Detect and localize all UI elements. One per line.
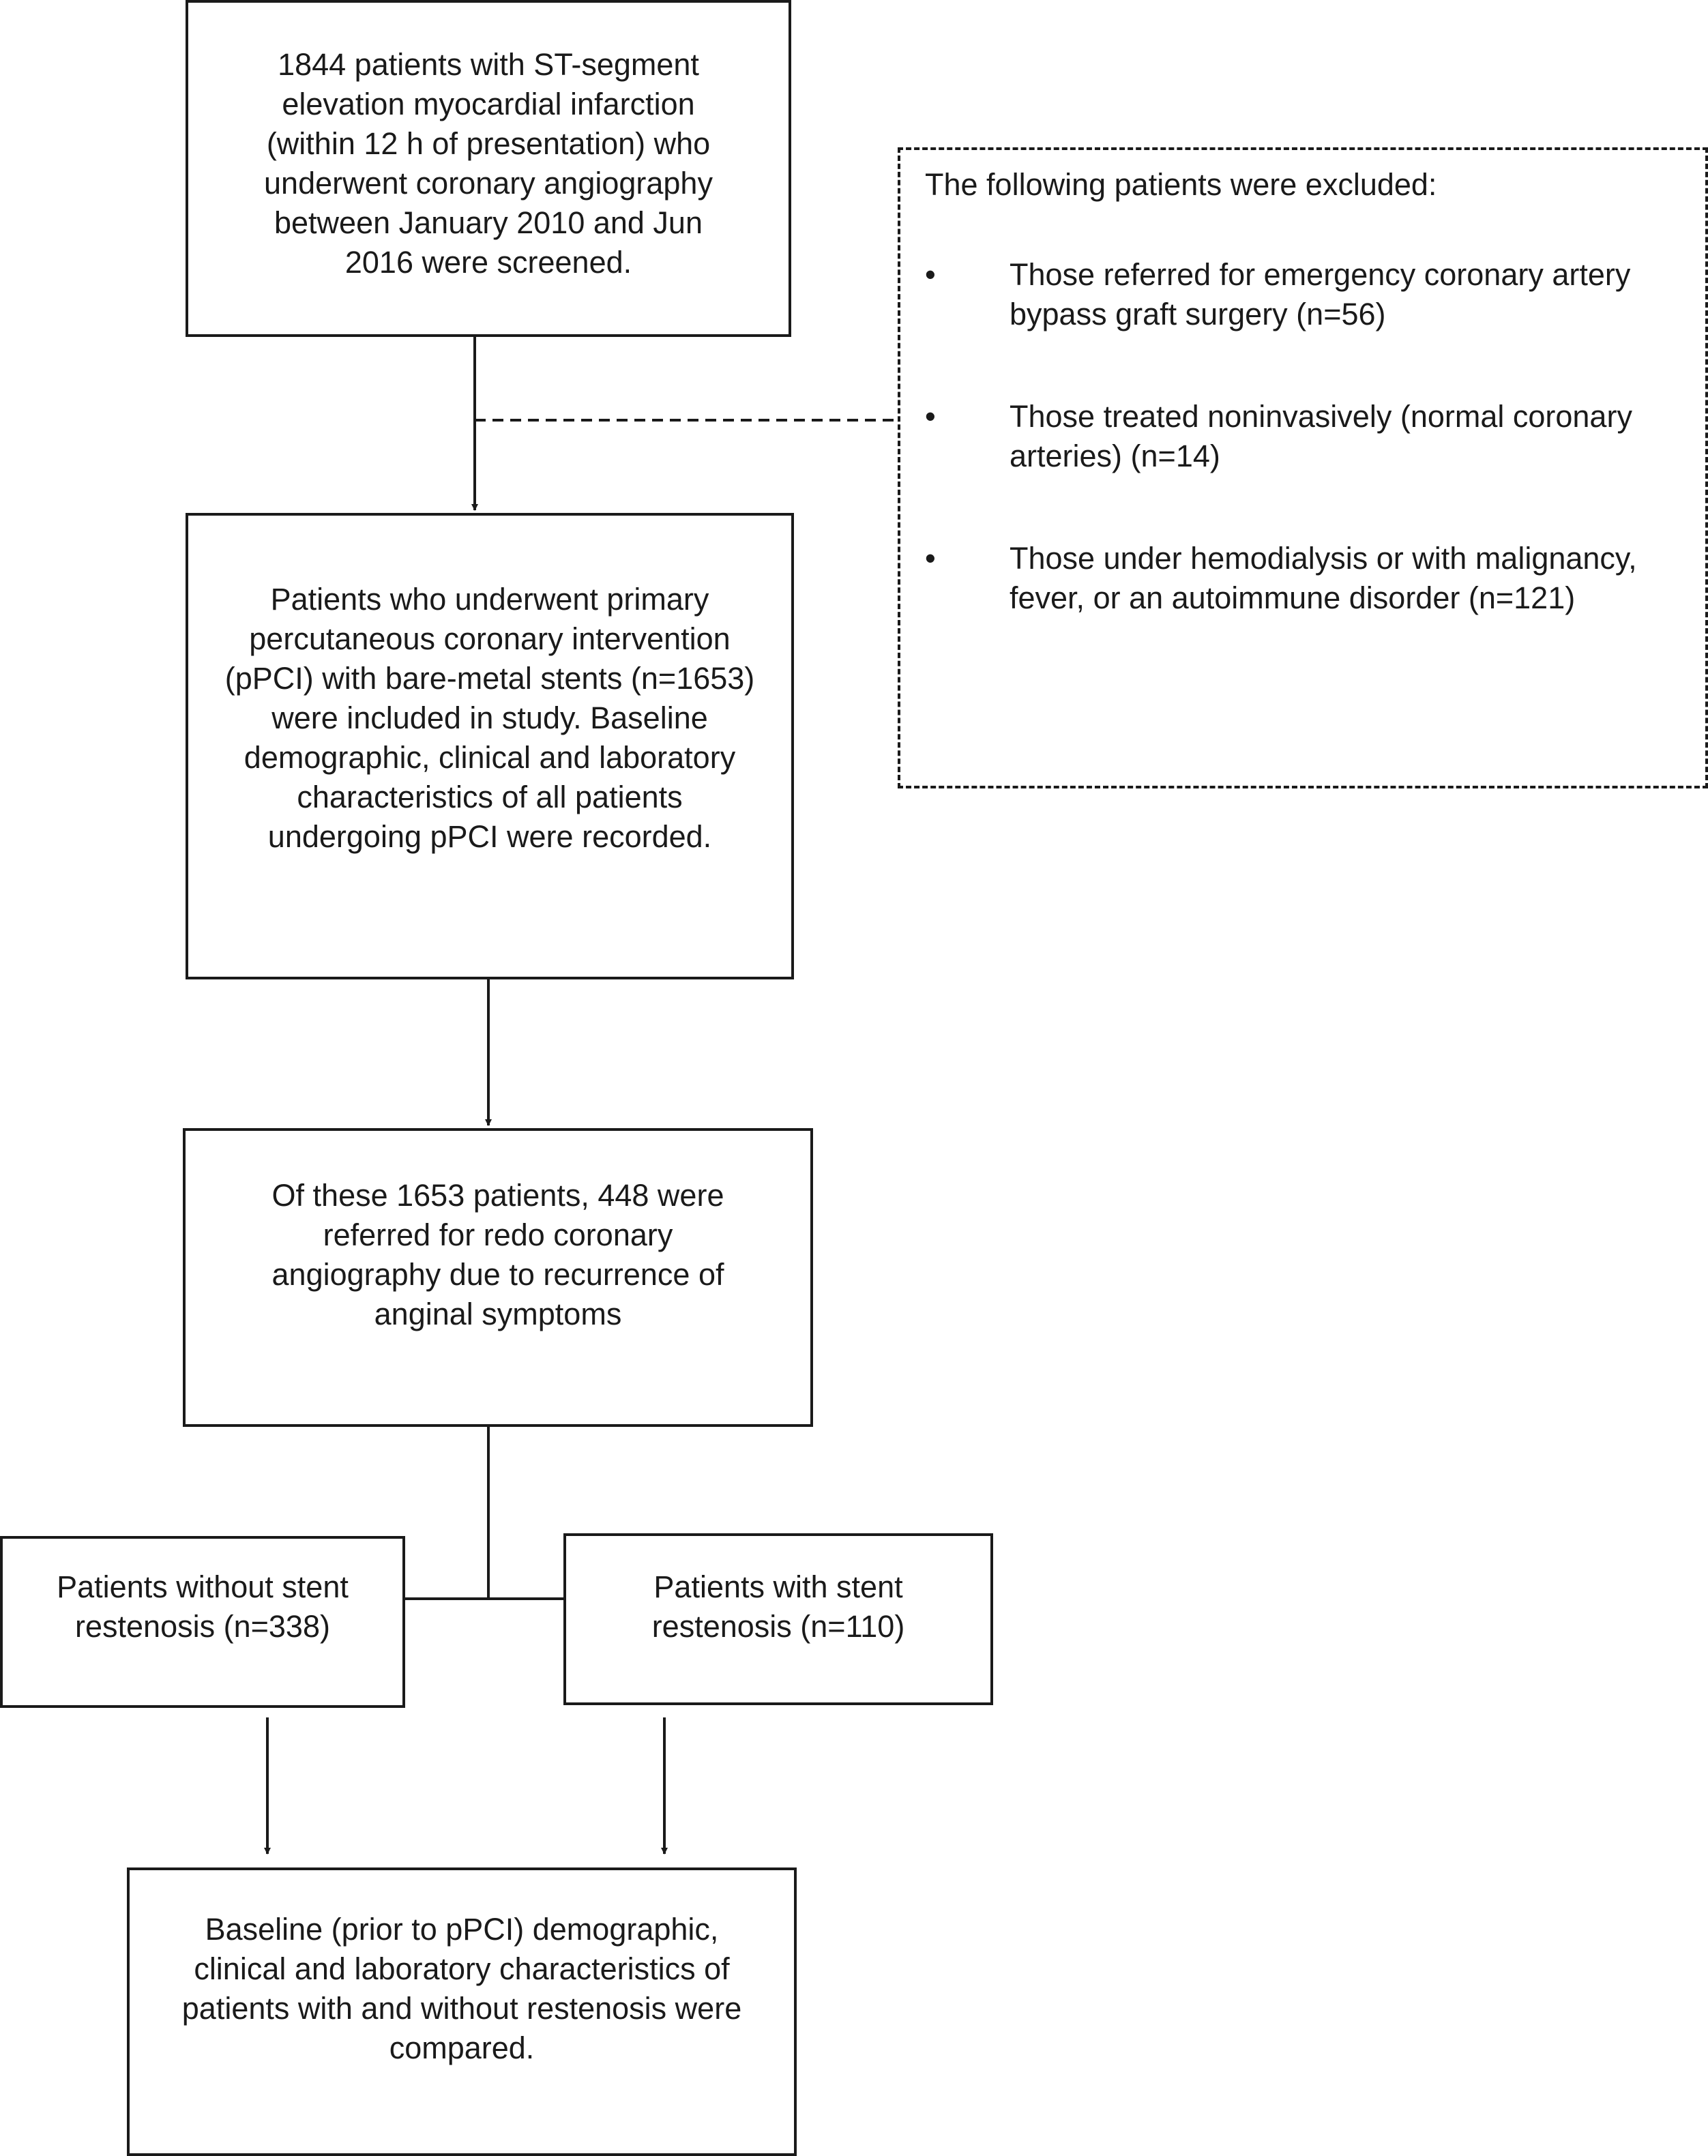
exclusion-item-text: Those treated noninvasively (normal coro… [1010,399,1632,473]
with-restenosis-text: Patients with stent restenosis (n=110) [651,1569,905,1644]
screening-text: 1844 patients with ST-segment elevation … [264,47,713,280]
included-text: Patients who underwent primary percutane… [224,582,755,854]
included-box: Patients who underwent primary percutane… [186,513,794,979]
comparison-text: Baseline (prior to pPCI) demographic, cl… [181,1912,742,2065]
screening-box: 1844 patients with ST-segment elevation … [186,0,791,337]
bullet-icon: • [925,541,936,576]
exclusion-item-text: Those under hemodialysis or with maligna… [1010,541,1637,615]
exclusion-box: The following patients were excluded: • … [898,147,1708,788]
with-restenosis-box: Patients with stent restenosis (n=110) [563,1533,993,1705]
exclusion-heading: The following patients were excluded: [925,167,1437,202]
without-restenosis-text: Patients without stent restenosis (n=338… [57,1569,349,1644]
comparison-box: Baseline (prior to pPCI) demographic, cl… [127,1867,797,2156]
redo-angiography-box: Of these 1653 patients, 448 were referre… [183,1128,813,1427]
bullet-icon: • [925,399,936,434]
bullet-icon: • [925,257,936,292]
redo-angiography-text: Of these 1653 patients, 448 were referre… [271,1178,724,1331]
without-restenosis-box: Patients without stent restenosis (n=338… [0,1536,405,1708]
exclusion-item-text: Those referred for emergency coronary ar… [1010,257,1631,331]
